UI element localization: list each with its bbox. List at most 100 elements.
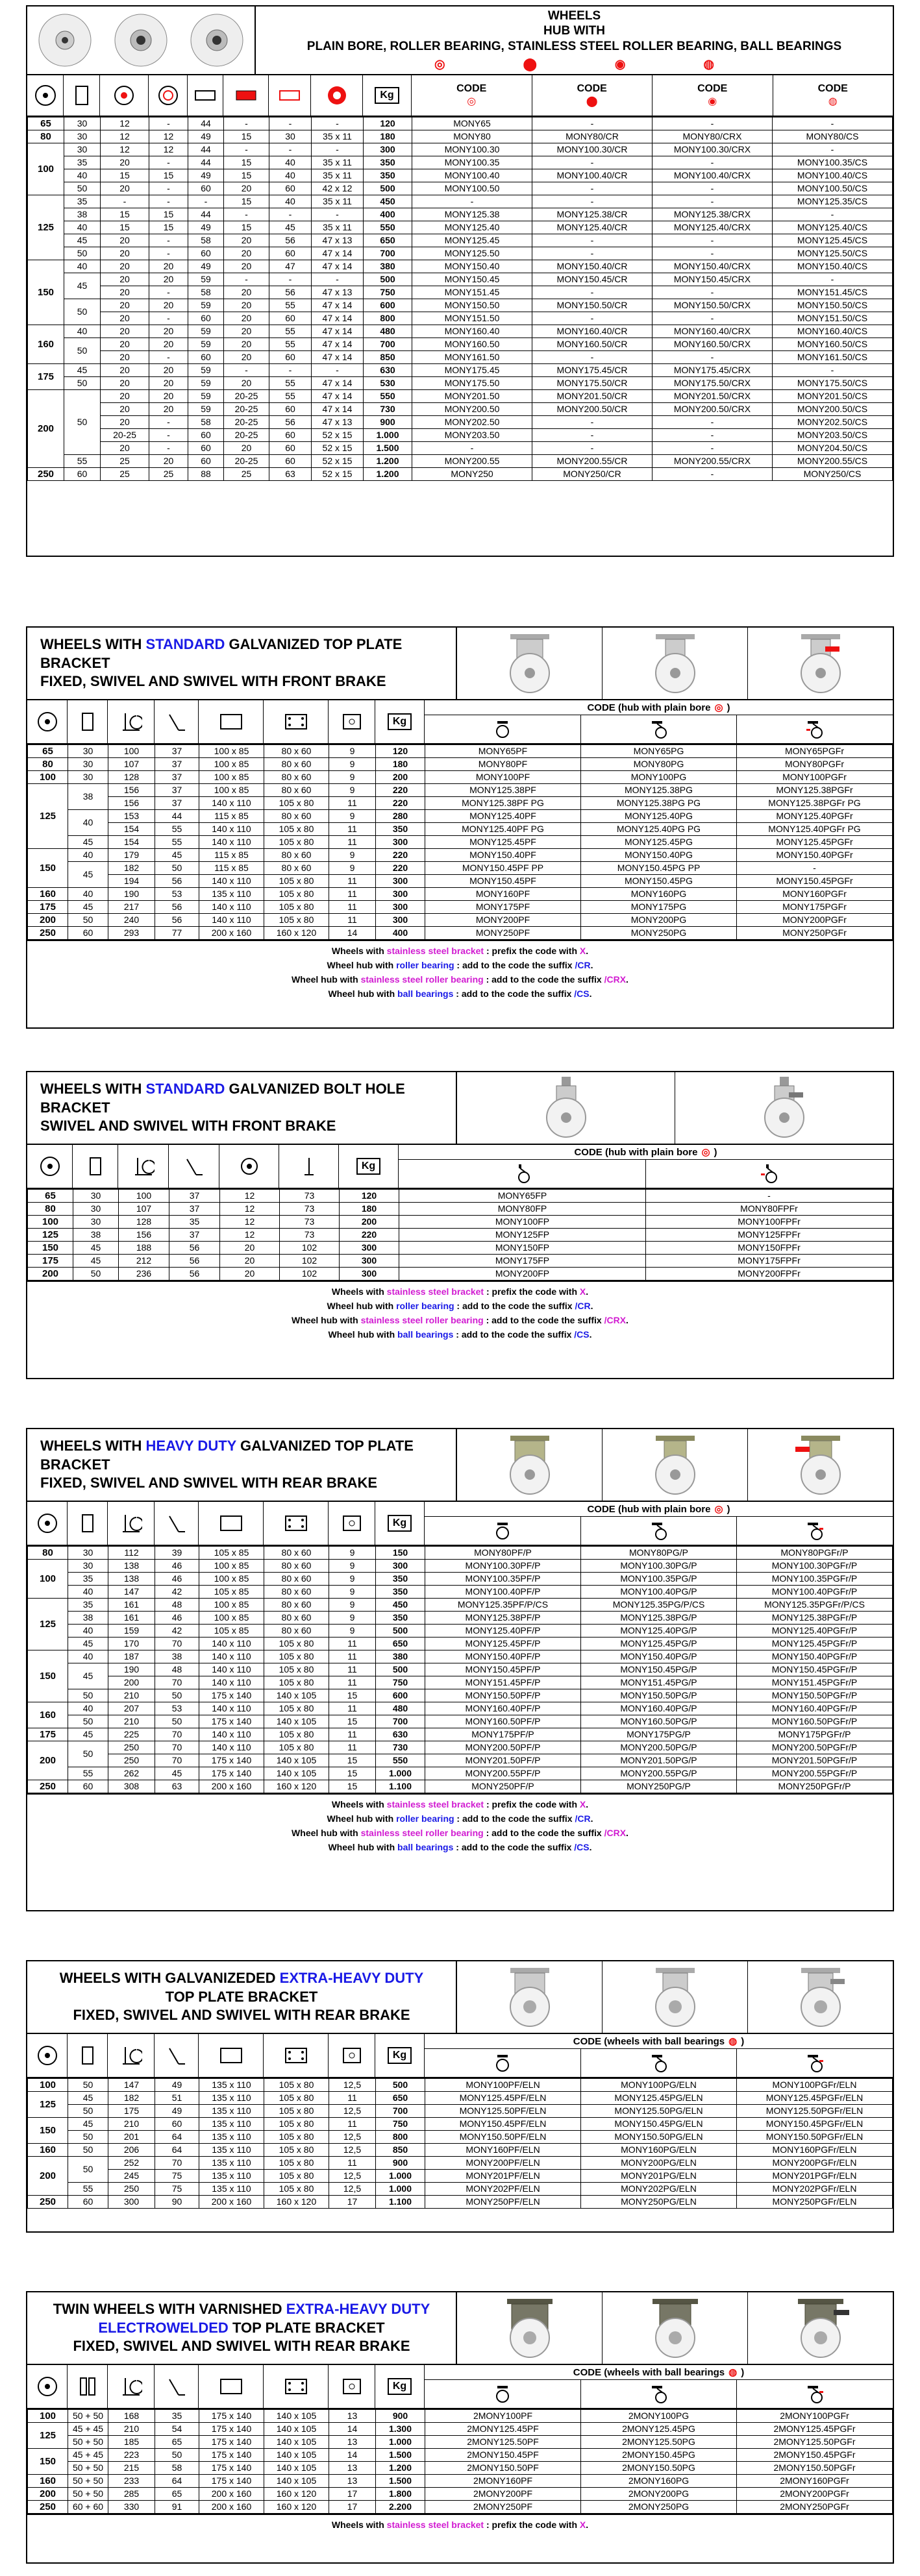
caster-images	[456, 1072, 893, 1144]
table-cell: -	[149, 350, 188, 364]
code-cell: MONY125.38PF	[425, 783, 581, 797]
table-cell: -	[149, 117, 188, 130]
table-cell: 100 x 85	[199, 783, 264, 797]
table-cell: 140 x 105	[264, 2422, 329, 2436]
table-cell: 17	[329, 2195, 376, 2209]
load-icon: Kg	[375, 700, 425, 743]
table-cell: 50	[64, 337, 101, 364]
table-cell: 52 x 15	[311, 428, 364, 442]
group-diameter-cell: 125	[27, 783, 68, 849]
table-cell: 44	[188, 117, 224, 130]
table-cell: 44	[188, 156, 224, 169]
table-cell: 175 x 140	[199, 1754, 264, 1767]
fixed-caster-image	[457, 1429, 603, 1501]
paren: )	[741, 2366, 745, 2378]
table-cell: 2.200	[375, 2500, 425, 2514]
width-icon	[64, 75, 100, 116]
table-cell: 175 x 140	[199, 2474, 264, 2488]
code-type-icons	[399, 1160, 893, 1188]
table-cell: 153	[108, 809, 155, 823]
table-cell: -	[269, 363, 312, 377]
note-text: Wheel hub with	[327, 960, 397, 970]
table-cell: 15	[100, 221, 149, 234]
brake-caster-icon	[764, 1077, 804, 1138]
table-cell: 40	[64, 260, 101, 273]
table-cell: 1.200	[375, 2461, 425, 2475]
table-cell: 50	[68, 1741, 108, 1767]
table-cell: 30	[68, 757, 108, 771]
table-cell: 12	[100, 143, 149, 156]
table-cell: 285	[108, 2487, 155, 2501]
section-standard-bolt-hole: WHEELS WITH STANDARD GALVANIZED BOLT HOL…	[26, 1071, 894, 1379]
code-cell: MONY150.45PGFr	[736, 874, 893, 888]
hole-spacing-icon	[264, 2034, 329, 2077]
table-cell: 60	[64, 467, 101, 481]
note-text: : prefix the code with	[484, 1286, 580, 1297]
table-cell: 900	[363, 415, 412, 429]
diameter-icon	[27, 2034, 68, 2077]
table-cell: 500	[363, 273, 412, 286]
table-cell: 105 x 80	[264, 1676, 329, 1689]
table-cell: 9	[329, 809, 376, 823]
caster-images	[456, 2292, 893, 2364]
group-diameter-cell: 150	[27, 2448, 68, 2475]
code-cell: -	[772, 273, 893, 286]
table-cell: 47 x 14	[311, 247, 364, 260]
code-col-roller: CODE⬤	[532, 75, 653, 116]
table-cell: 55	[269, 376, 312, 390]
swivel-twin-caster-icon	[652, 2299, 698, 2358]
code-cell: -	[645, 1189, 893, 1203]
code-cell: MONY125.40PG/P	[580, 1624, 737, 1638]
table-cell: 50 + 50	[68, 2487, 108, 2501]
note-highlight: stainless steel bracket	[386, 1286, 484, 1297]
code-cell: MONY175PG/P	[580, 1728, 737, 1741]
table-cell: 140 x 110	[199, 822, 264, 836]
fixed-caster-icon	[509, 634, 550, 693]
diameter-icon	[27, 75, 64, 116]
table-cell: 800	[375, 2130, 425, 2144]
table-cell: 56	[269, 286, 312, 299]
code-cell: MONY200.55/CRX	[652, 454, 773, 468]
table-cell: 70	[155, 1728, 199, 1741]
code-cell: MONY160.40/CR	[532, 325, 653, 338]
section-header: WHEELS WITH HEAVY DUTY GALVANIZED TOP PL…	[27, 1429, 893, 1502]
table-cell: 730	[363, 402, 412, 416]
table-cell: 60	[269, 247, 312, 260]
code-cell: MONY100.30	[412, 143, 532, 156]
table-cell: -	[149, 415, 188, 429]
table-cell: 500	[375, 2078, 425, 2092]
table-cell: 105 x 80	[264, 1728, 329, 1741]
code-cell: MONY200PG	[580, 913, 737, 927]
code-cell: MONY150.45PF	[425, 874, 581, 888]
table-cell: 100	[108, 744, 155, 758]
table-cell: 147	[108, 1585, 155, 1599]
code-cell: MONY125.45	[412, 234, 532, 247]
table-cell: 77	[155, 926, 199, 940]
table-cell: 115 x 85	[199, 861, 264, 875]
group-diameter-cell: 125	[27, 2091, 68, 2118]
table-cell: 350	[363, 169, 412, 182]
swivel-brake-icon	[737, 715, 893, 743]
table-cell: 200 x 160	[199, 2500, 264, 2514]
table-cell: 300	[339, 1241, 399, 1255]
code-cell: MONY202PF/ELN	[425, 2182, 581, 2196]
code-cell: -	[652, 182, 773, 195]
code-label: CODE (hub with plain bore◎)	[399, 1145, 893, 1160]
table-cell: 35 x 11	[311, 221, 364, 234]
table-cell: 135 x 110	[199, 2130, 264, 2144]
title-line: WHEELS WITH GALVANIZEDED EXTRA-HEAVY DUT…	[60, 1969, 424, 1988]
note-text: : add to the code the suffix	[454, 1301, 575, 1311]
table-cell: 140 x 105	[264, 1754, 329, 1767]
caster-images	[456, 1961, 893, 2033]
table-cell: 20	[100, 337, 149, 351]
table-cell: 140 x 110	[199, 1637, 264, 1650]
code-cell: MONY80	[412, 130, 532, 143]
swivel-caster-icon	[654, 1968, 695, 2027]
table-cell: 40	[269, 156, 312, 169]
table-cell: 11	[329, 2091, 376, 2105]
table-cell: 20	[219, 1241, 280, 1255]
